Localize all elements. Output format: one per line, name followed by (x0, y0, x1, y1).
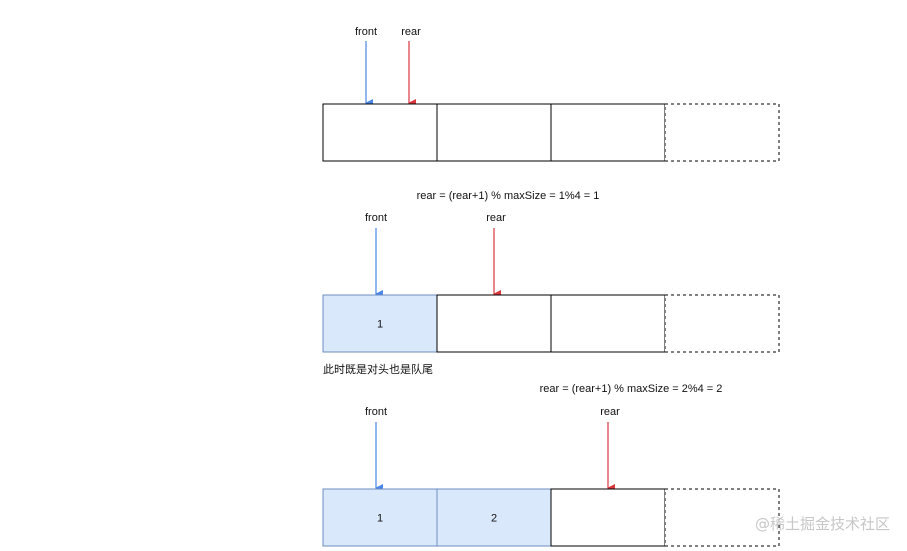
queue-cell-value: 1 (377, 513, 383, 525)
queue-cell-dashed (664, 294, 780, 353)
watermark: @稀土掘金技术社区 (755, 515, 890, 533)
front-label: front (365, 212, 387, 224)
queue-cell-dashed (664, 103, 780, 162)
queue-diagram-1: front rear (322, 26, 780, 162)
queue-cell (436, 294, 552, 353)
queue-cell (550, 488, 666, 547)
queue-cells (322, 103, 780, 162)
queue-cells: 1 (322, 294, 780, 353)
queue-cell (322, 294, 438, 353)
queue-cell (436, 103, 552, 162)
queue-cell (322, 103, 438, 162)
rear-label: rear (486, 212, 506, 224)
queue-cell-value: 1 (377, 319, 383, 331)
explanation-note: 此时既是对头也是队尾 (323, 362, 433, 376)
queue-diagram-3: rear = (rear+1) % maxSize = 2%4 = 2 fron… (322, 383, 780, 547)
queue-cell (550, 103, 666, 162)
rear-label: rear (401, 26, 421, 38)
front-label: front (355, 26, 377, 38)
queue-cell-dashed (664, 488, 780, 547)
queue-diagram-2: rear = (rear+1) % maxSize = 1%4 = 1 fron… (322, 190, 780, 353)
queue-cell-value: 2 (491, 513, 497, 525)
queue-cell (550, 294, 666, 353)
rear-formula: rear = (rear+1) % maxSize = 2%4 = 2 (540, 383, 723, 395)
rear-label: rear (600, 406, 620, 418)
front-label: front (365, 406, 387, 418)
rear-formula: rear = (rear+1) % maxSize = 1%4 = 1 (417, 190, 600, 202)
